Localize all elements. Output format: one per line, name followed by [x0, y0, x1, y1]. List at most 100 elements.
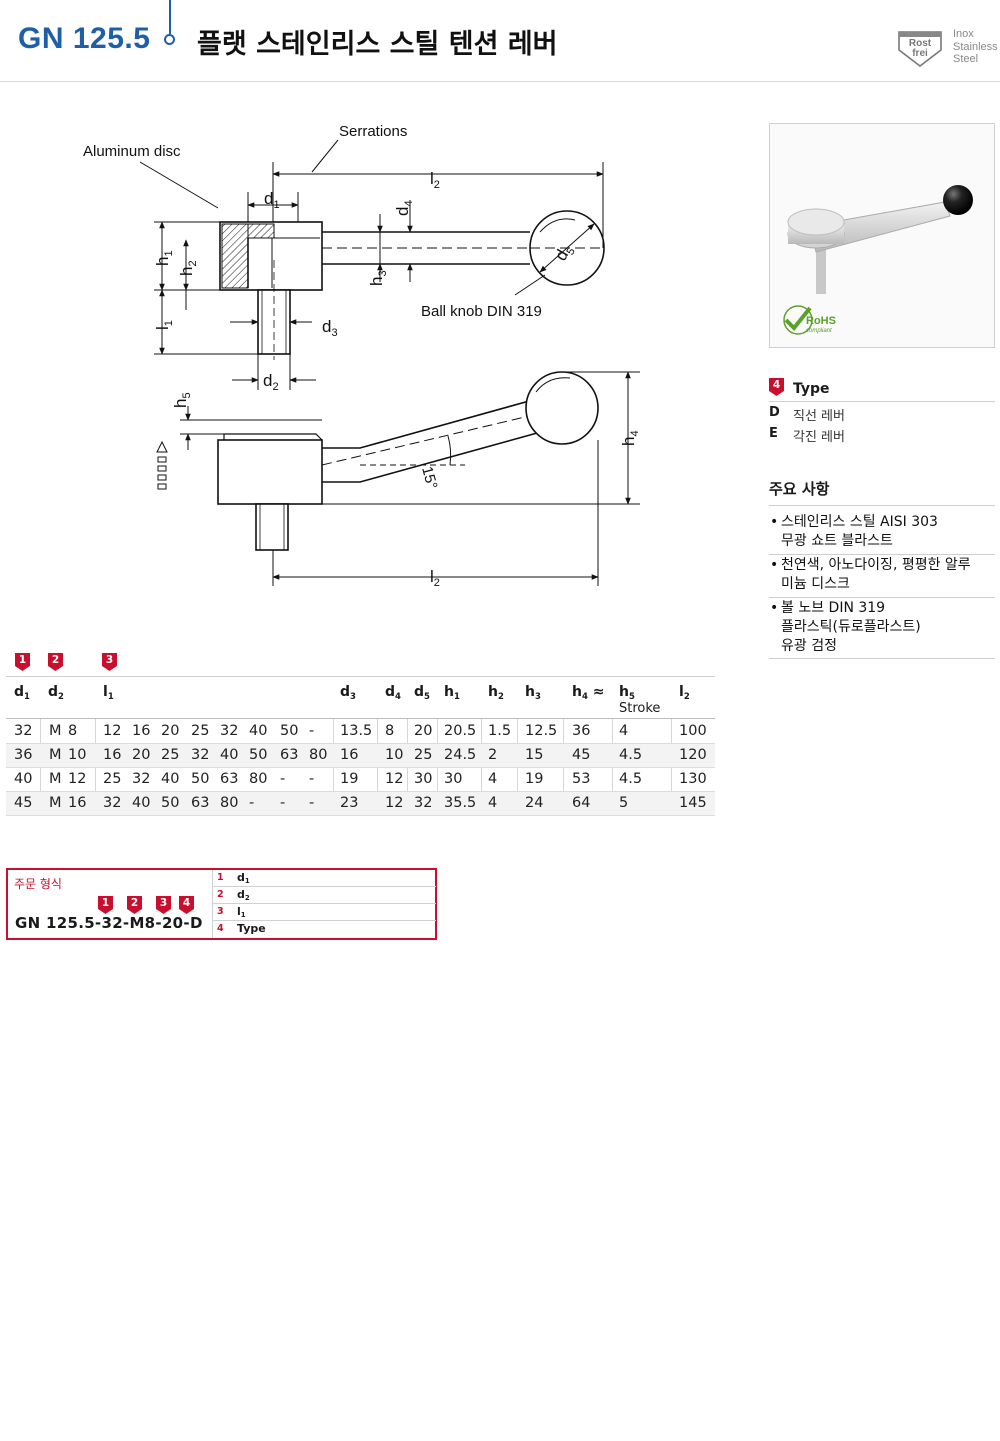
- cell-h2: 4: [488, 771, 498, 787]
- page-header: GN 125.5 플랫 스테인리스 스틸 텐션 레버 Rost frei Ino…: [0, 0, 1000, 82]
- label-serrations: Serrations: [339, 123, 407, 140]
- dim-h5: h5: [171, 392, 193, 408]
- cell-h4: 36: [572, 723, 591, 739]
- col-d1: d1: [14, 684, 30, 702]
- cell-d5: 30: [414, 771, 433, 787]
- rostfrei-logo: Rost frei: [898, 31, 942, 68]
- cell-d4: 12: [385, 771, 404, 787]
- cell-d3: 23: [340, 795, 359, 811]
- cell-h2: 4: [488, 795, 498, 811]
- svg-text:RoHS: RoHS: [806, 315, 836, 327]
- cell-d2-size: 12: [68, 771, 87, 787]
- cell-h3: 12.5: [525, 723, 558, 739]
- cell-l1: 80: [309, 747, 328, 763]
- cell-l1: 32: [191, 747, 210, 763]
- cell-d2-prefix: M: [49, 723, 62, 739]
- order-badge-1: 1: [98, 896, 113, 914]
- cell-d2-size: 8: [68, 723, 78, 739]
- cell-l2: 120: [679, 747, 707, 763]
- feature-item: 볼 노브 DIN 319 플라스틱(듀로플라스트) 유광 검정: [769, 599, 995, 659]
- type-section-header: 4 Type: [769, 378, 995, 402]
- dim-h3: h3: [367, 270, 389, 286]
- page-title: 플랫 스테인리스 스틸 텐션 레버: [197, 29, 558, 60]
- cell-l1: 80: [249, 771, 268, 787]
- cell-l1: 63: [280, 747, 299, 763]
- cell-l1: 25: [161, 747, 180, 763]
- table-badge-2: 2: [48, 653, 63, 671]
- dim-l2-top: l2: [430, 169, 440, 191]
- order-badge-2: 2: [127, 896, 142, 914]
- cell-l1: 32: [132, 771, 151, 787]
- cell-d5: 20: [414, 723, 433, 739]
- product-code: GN 125.5: [18, 22, 151, 55]
- cell-l1: -: [309, 771, 315, 787]
- features-title: 주요 사항: [769, 478, 995, 506]
- cell-h3: 19: [525, 771, 544, 787]
- cell-l2: 145: [679, 795, 707, 811]
- cell-l1: 12: [103, 723, 122, 739]
- technical-drawing: Aluminum disc Serrations Ball knob DIN 3…: [83, 123, 641, 589]
- cell-l1: -: [249, 795, 255, 811]
- cell-l1: 25: [191, 723, 210, 739]
- cell-d4: 8: [385, 723, 395, 739]
- col-l1: l1: [103, 684, 114, 702]
- svg-text:frei: frei: [912, 48, 928, 59]
- cell-d3: 16: [340, 747, 359, 763]
- cell-h1: 30: [444, 771, 463, 787]
- cell-d3: 19: [340, 771, 359, 787]
- cell-h4: 64: [572, 795, 591, 811]
- cell-h4: 53: [572, 771, 591, 787]
- cell-l1: 40: [220, 747, 239, 763]
- cell-l1: 32: [220, 723, 239, 739]
- feature-item: 천연색, 아노다이징, 평평한 알루 미늄 디스크: [769, 556, 995, 598]
- order-badge-4: 4: [179, 896, 194, 914]
- type-badge: 4: [769, 378, 784, 396]
- cell-h5: 4.5: [619, 747, 643, 763]
- col-l2: l2: [679, 684, 690, 702]
- type-item-e: E 각진 레버: [769, 426, 845, 445]
- label-aluminum-disc: Aluminum disc: [83, 143, 181, 160]
- cell-d1: 45: [14, 795, 33, 811]
- col-d3: d3: [340, 684, 356, 702]
- col-d2: d2: [48, 684, 64, 702]
- cell-l1: 50: [249, 747, 268, 763]
- feature-item: 스테인리스 스틸 AISI 303 무광 쇼트 블라스트: [769, 513, 995, 555]
- order-badge-3: 3: [156, 896, 171, 914]
- cell-h3: 15: [525, 747, 544, 763]
- dim-l1: l1: [153, 320, 175, 330]
- cell-l1: 50: [161, 795, 180, 811]
- cell-l2: 100: [679, 723, 707, 739]
- cell-l1: -: [309, 795, 315, 811]
- cell-l1: 50: [280, 723, 299, 739]
- cell-l1: 32: [103, 795, 122, 811]
- col-d5: d5: [414, 684, 430, 702]
- cell-d1: 32: [14, 723, 33, 739]
- cell-l2: 130: [679, 771, 707, 787]
- threaded-stud-bottom: [255, 503, 289, 551]
- cell-h4: 45: [572, 747, 591, 763]
- cell-h1: 24.5: [444, 747, 477, 763]
- type-item-d: D 직선 레버: [769, 405, 845, 424]
- cell-h2: 2: [488, 747, 498, 763]
- rostfrei-logo-text: Rost: [909, 38, 932, 49]
- ball-knob-bottom: [525, 371, 599, 445]
- cell-h5: 5: [619, 795, 629, 811]
- cell-l1: 80: [220, 795, 239, 811]
- product-image: [787, 185, 973, 294]
- cell-l1: 50: [191, 771, 210, 787]
- dim-d2: d2: [263, 371, 279, 393]
- cell-l1: 20: [132, 747, 151, 763]
- dim-h2: h2: [177, 260, 199, 276]
- cell-d5: 32: [414, 795, 433, 811]
- cell-h1: 20.5: [444, 723, 477, 739]
